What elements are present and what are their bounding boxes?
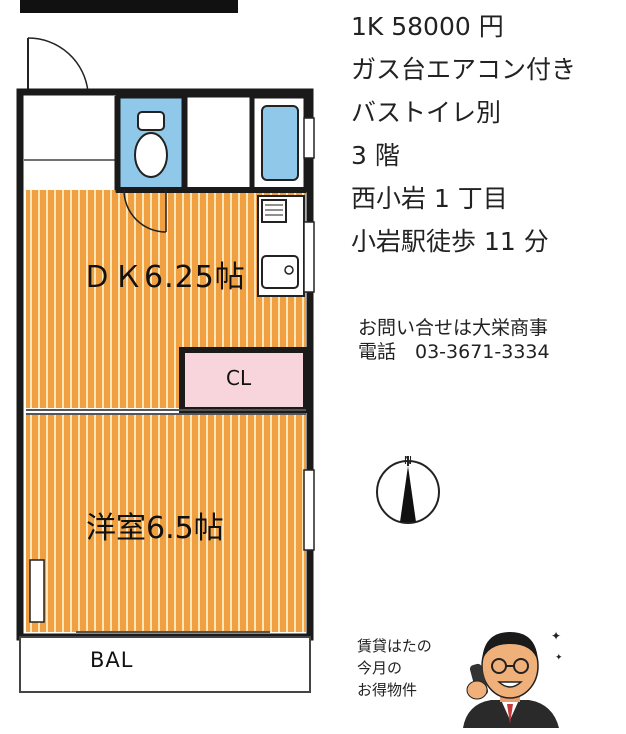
agent-portrait-illustration: ✦ ✦ [463,629,563,728]
window-kitchen [303,221,315,293]
stove-icon [261,199,287,223]
western-room-floor [26,414,306,632]
floor-plan-drawing [16,37,315,693]
closet-label: CL [226,366,252,390]
listing-address: 西小岩 1 丁目 [351,184,508,213]
contact-company: お問い合せは大栄商事 [358,317,549,339]
window-western [303,469,315,551]
sink-icon [261,255,299,289]
header-bar [20,0,238,13]
balcony-label: BAL [90,648,134,672]
listing-floor: 3 階 [351,141,400,170]
balcony [19,636,311,693]
sparkle-icon: ✦ [555,653,563,663]
window-left [29,559,45,623]
contact-phone: 電話 03-3671-3334 [358,341,550,363]
promo-text: 賃貸はたの 今月の お得物件 [357,635,432,701]
listing-rent: 1K 58000 円 [351,12,504,41]
sparkle-icon: ✦ [551,629,561,643]
compass-icon: N [376,454,440,524]
listing-equipment: ガス台エアコン付き [351,55,577,84]
promo-line: お得物件 [357,681,418,699]
floor-plan: ＤＫ6.25帖 洋室6.5帖 CL BAL [16,37,315,693]
listing-access: 小岩駅徒歩 11 分 [351,227,549,256]
listing-bath: バストイレ別 [351,98,502,127]
promo-line: 賃貸はたの [357,637,432,655]
window-bath [303,117,315,159]
entrance-door [27,37,89,93]
promo-line: 今月の [357,659,403,677]
bathtub-icon [261,105,299,181]
dk-room-label: ＤＫ6.25帖 [82,260,246,295]
toilet-icon [137,111,165,131]
compass-north-label: N [404,454,412,467]
contact-info: お問い合せは大栄商事 電話 03-3671-3334 [358,316,550,364]
listing-details: 1K 58000 円 ガス台エアコン付き バストイレ別 3 階 西小岩 1 丁目… [351,5,576,263]
western-room-label: 洋室6.5帖 [86,511,224,546]
closet [179,347,309,413]
